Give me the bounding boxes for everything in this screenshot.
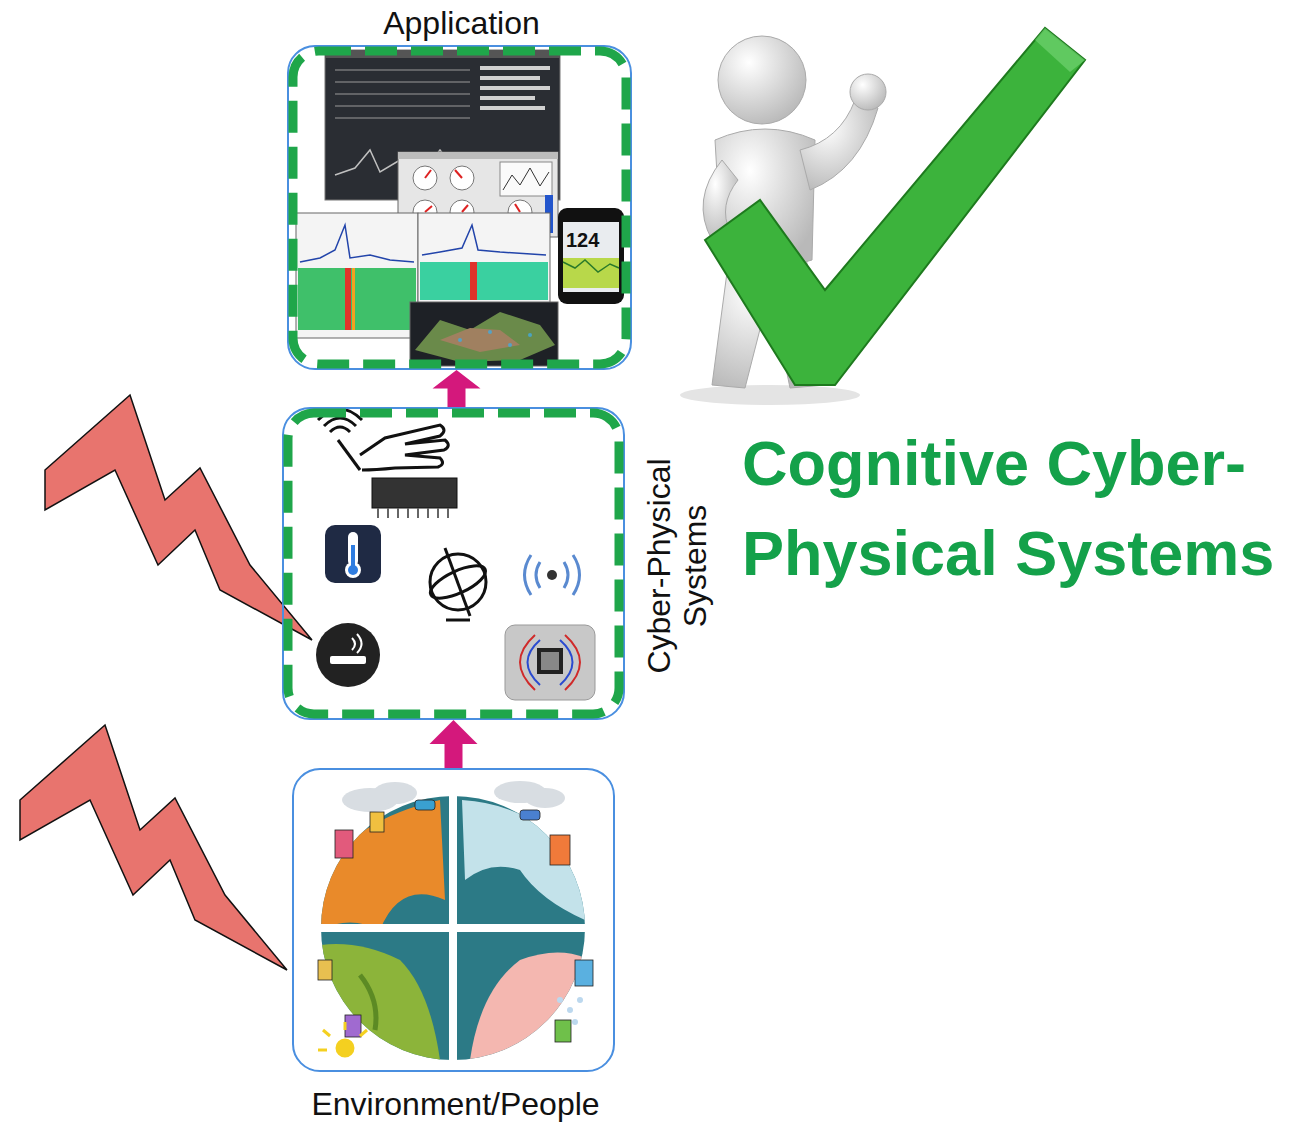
node-title: Environment/People: [234, 1086, 677, 1122]
screenshot-collage: [296, 50, 624, 366]
environment-box: Environment/People: [292, 768, 615, 1072]
green-title: Cognitive Cyber-Physical Systems: [742, 418, 1302, 598]
block-arrow: [430, 720, 478, 768]
sensor-icons: [316, 409, 595, 700]
node-title: Cyber-Physical Systems: [641, 416, 713, 716]
person-with-checkmark: [680, 28, 1085, 405]
dashed-outline: [282, 407, 625, 720]
cps-box: Cyber-Physical Systems: [282, 407, 625, 720]
lightning-bolt: [20, 395, 312, 970]
phone-reading: 124: [566, 228, 618, 252]
node-title: Application: [249, 5, 674, 41]
globe: [318, 781, 593, 1060]
block-arrow: [433, 370, 481, 407]
dashed-outline: [287, 45, 632, 370]
application-box: Application: [287, 45, 632, 370]
